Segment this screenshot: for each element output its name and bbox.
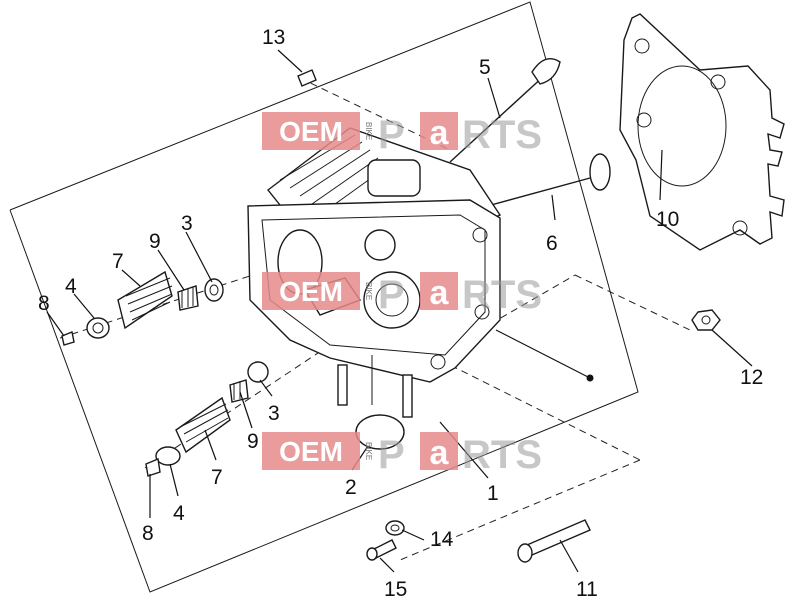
- watermark-bike-text: BIKE: [364, 122, 373, 140]
- washer: [385, 520, 405, 536]
- watermark-top: OEM BIKE P a RTS: [262, 112, 542, 157]
- callout-10: 10: [656, 208, 679, 231]
- short-bolt: [366, 539, 397, 561]
- callout-14: 14: [430, 528, 454, 551]
- watermark-parts-rts: RTS: [462, 273, 542, 317]
- cylinder-head: [247, 127, 502, 418]
- callout-labels: 13 5 10 6 3 9 7 4 8 12 3 9 7 2 1 4 8 14 …: [38, 26, 763, 600]
- callout-9-upper: 9: [149, 230, 161, 253]
- callout-3-lower: 3: [268, 402, 280, 425]
- upper-valve-spring-group: [61, 270, 224, 346]
- callout-7-upper: 7: [112, 250, 124, 273]
- callout-15: 15: [384, 578, 407, 600]
- watermark-parts-a: a: [430, 274, 450, 312]
- callout-5: 5: [479, 56, 491, 79]
- callout-4-upper: 4: [65, 275, 77, 298]
- exhaust-valve: [449, 58, 561, 163]
- callout-7-lower: 7: [211, 466, 223, 489]
- callout-3-upper: 3: [181, 212, 193, 235]
- callout-2: 2: [345, 476, 357, 499]
- nut: [691, 309, 721, 331]
- callout-13: 13: [262, 26, 285, 49]
- long-bolt: [517, 519, 591, 563]
- callout-8-upper: 8: [38, 292, 50, 315]
- assembly-frame: [9, 1, 639, 593]
- dowel-pin-top: [297, 69, 317, 87]
- watermark-parts-p: P: [378, 113, 405, 157]
- watermark-bike-text: BIKE: [364, 442, 373, 460]
- intake-valve: [479, 153, 611, 209]
- watermark-parts-p: P: [378, 433, 405, 477]
- callout-4-lower: 4: [173, 502, 185, 525]
- watermark-oem-text: OEM: [279, 436, 343, 467]
- watermark-parts-a: a: [430, 434, 450, 472]
- callout-11: 11: [576, 578, 598, 600]
- callout-8-lower: 8: [142, 522, 154, 545]
- callout-9-lower: 9: [247, 430, 259, 453]
- watermark-bike-text: BIKE: [364, 282, 373, 300]
- watermark-parts-a: a: [430, 114, 450, 152]
- callout-12: 12: [740, 366, 763, 389]
- leader-lines: [46, 49, 753, 573]
- watermark-middle: OEM BIKE P a RTS: [262, 272, 542, 317]
- callout-6: 6: [546, 232, 558, 255]
- watermark-bottom: OEM BIKE P a RTS: [262, 432, 542, 477]
- watermark-parts-p: P: [378, 273, 405, 317]
- lower-valve-spring-group: [145, 361, 269, 477]
- callout-1: 1: [487, 482, 499, 505]
- head-gasket: [619, 13, 785, 251]
- watermark-oem-text: OEM: [279, 276, 343, 307]
- watermark-parts-rts: RTS: [462, 113, 542, 157]
- watermark-parts-rts: RTS: [462, 433, 542, 477]
- watermark-oem-text: OEM: [279, 116, 343, 147]
